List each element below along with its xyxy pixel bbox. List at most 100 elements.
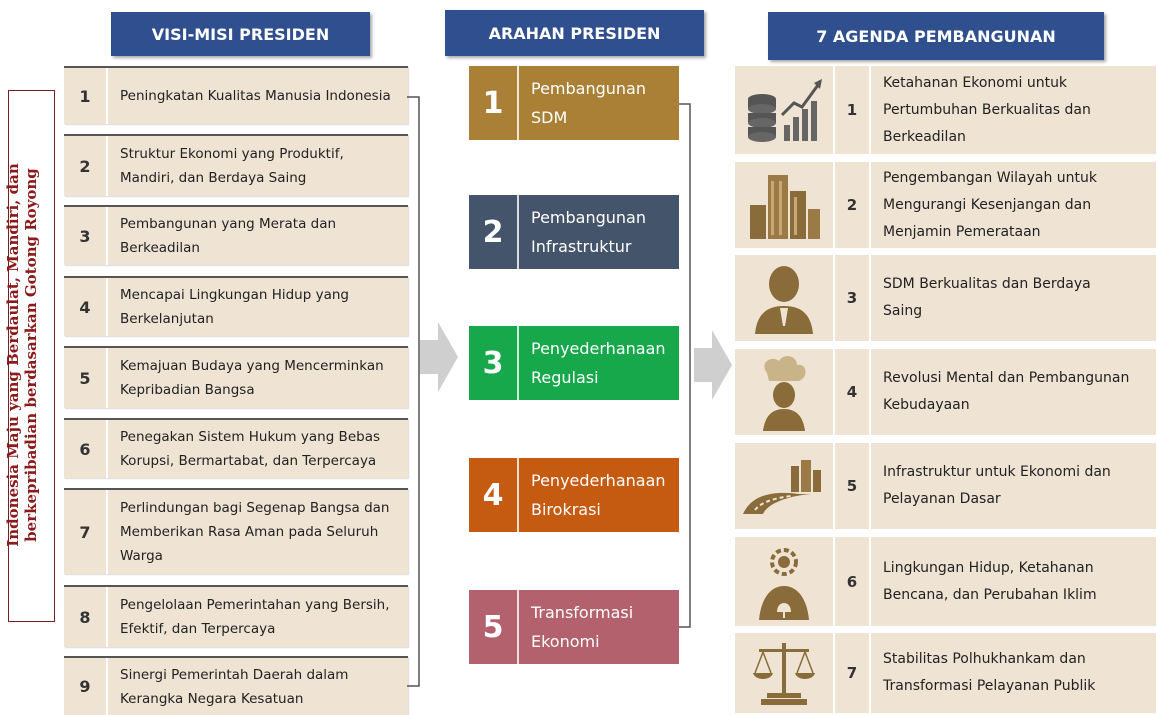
person-icon xyxy=(735,255,835,341)
misi-line: Kepribadian Bangsa xyxy=(120,382,255,398)
agenda-line: Berkeadilan xyxy=(883,128,966,145)
misi-line: Efektif, dan Terpercaya xyxy=(120,621,276,637)
arahan-line: Pembangunan xyxy=(531,79,646,98)
misi-text: Peningkatan Kualitas Manusia Indonesia xyxy=(108,84,391,108)
economy-growth-icon xyxy=(735,66,835,154)
arahan-bracket xyxy=(679,103,691,628)
road-infrastructure-icon xyxy=(735,443,835,529)
arahan-line: Birokrasi xyxy=(531,500,601,519)
misi-line: Berkelanjutan xyxy=(120,311,214,327)
agenda-number: 3 xyxy=(835,255,871,341)
misi-number: 8 xyxy=(64,587,108,647)
agenda-line: Revolusi Mental dan Pembangunan xyxy=(883,370,1130,386)
arahan-text: Penyederhanaan Regulasi xyxy=(519,334,666,392)
misi-row-8: 8 Pengelolaan Pemerintahan yang Bersih, … xyxy=(64,585,408,647)
misi-text: Pembangunan yang Merata dan Berkeadilan xyxy=(108,212,336,260)
arahan-line: Ekonomi xyxy=(531,632,600,651)
misi-row-4: 4 Mencapai Lingkungan Hidup yang Berkela… xyxy=(64,276,408,336)
culture-person-icon xyxy=(735,349,835,435)
agenda-line: Pertumbuhan Berkualitas dan xyxy=(883,101,1091,118)
agenda-text: Pengembangan Wilayah untuk Mengurangi Ke… xyxy=(871,165,1097,246)
agenda-line: SDM Berkualitas dan Berdaya xyxy=(883,276,1091,292)
misi-line: Berkeadilan xyxy=(120,240,200,256)
agenda-line: Infrastruktur untuk Ekonomi dan xyxy=(883,464,1111,480)
misi-line: Struktur Ekonomi yang Produktif, xyxy=(120,146,344,162)
misi-number: 4 xyxy=(64,278,108,336)
environment-icon xyxy=(735,537,835,626)
agenda-row-5: 5 Infrastruktur untuk Ekonomi dan Pelaya… xyxy=(735,443,1156,529)
agenda-line: Ketahanan Ekonomi untuk xyxy=(883,74,1068,91)
misi-text: Penegakan Sistem Hukum yang Bebas Korups… xyxy=(108,425,380,473)
misi-line: Peningkatan Kualitas Manusia Indonesia xyxy=(120,88,391,104)
misi-row-3: 3 Pembangunan yang Merata dan Berkeadila… xyxy=(64,205,408,265)
arahan-line: Penyederhanaan xyxy=(531,471,666,490)
vision-statement: Indonesia Maju yang Berdaulat, Mandiri, … xyxy=(4,105,40,605)
arahan-number: 3 xyxy=(469,326,519,400)
agenda-text: SDM Berkualitas dan Berdaya Saing xyxy=(871,271,1091,325)
agenda-number: 1 xyxy=(835,66,871,154)
misi-number: 5 xyxy=(64,348,108,408)
arahan-line: Pembangunan xyxy=(531,208,646,227)
misi-number: 7 xyxy=(64,490,108,574)
misi-line: Mencapai Lingkungan Hidup yang xyxy=(120,287,349,303)
arahan-number: 2 xyxy=(469,195,519,269)
arahan-text: Penyederhanaan Birokrasi xyxy=(519,466,666,524)
misi-row-2: 2 Struktur Ekonomi yang Produktif, Mandi… xyxy=(64,134,408,196)
visi-misi-header: VISI-MISI PRESIDEN xyxy=(111,12,370,56)
city-buildings-icon xyxy=(735,162,835,248)
flow-arrow-left xyxy=(420,322,458,392)
arahan-text: Transformasi Ekonomi xyxy=(519,598,633,656)
agenda-line: Pengembangan Wilayah untuk xyxy=(883,169,1097,186)
arahan-line: Infrastruktur xyxy=(531,237,632,256)
arahan-text: Pembangunan SDM xyxy=(519,74,646,132)
misi-line: Penegakan Sistem Hukum yang Bebas xyxy=(120,429,380,445)
agenda-text: Revolusi Mental dan Pembangunan Kebudaya… xyxy=(871,365,1129,419)
agenda-number: 6 xyxy=(835,537,871,626)
arahan-box-1: 1 Pembangunan SDM xyxy=(469,66,679,140)
misi-number: 2 xyxy=(64,136,108,196)
agenda-line: Pelayanan Dasar xyxy=(883,491,1001,507)
misi-text: Perlindungan bagi Segenap Bangsa dan Mem… xyxy=(108,496,390,568)
misi-line: Memberikan Rasa Aman pada Seluruh xyxy=(120,524,379,540)
misi-line: Kerangka Negara Kesatuan xyxy=(120,690,304,707)
misi-row-5: 5 Kemajuan Budaya yang Mencerminkan Kepr… xyxy=(64,346,408,408)
agenda-text: Stabilitas Polhukhankam dan Transformasi… xyxy=(871,646,1095,700)
arahan-box-5: 5 Transformasi Ekonomi xyxy=(469,590,679,664)
agenda-row-3: 3 SDM Berkualitas dan Berdaya Saing xyxy=(735,255,1156,341)
agenda-row-1: 1 Ketahanan Ekonomi untuk Pertumbuhan Be… xyxy=(735,66,1156,154)
misi-line: Pengelolaan Pemerintahan yang Bersih, xyxy=(120,597,390,613)
flow-arrow-right xyxy=(694,330,732,400)
agenda-text: Infrastruktur untuk Ekonomi dan Pelayana… xyxy=(871,459,1111,513)
agenda-number: 7 xyxy=(835,633,871,713)
vision-line-2: berkepribadian berdasarkan Gotong Royong xyxy=(22,168,40,542)
agenda-number: 4 xyxy=(835,349,871,435)
agenda-number: 5 xyxy=(835,443,871,529)
arahan-line: SDM xyxy=(531,108,568,127)
agenda-pembangunan-header: 7 AGENDA PEMBANGUNAN xyxy=(768,12,1104,60)
agenda-row-7: 7 Stabilitas Polhukhankam dan Transforma… xyxy=(735,633,1156,713)
misi-line: Warga xyxy=(120,548,163,564)
agenda-line: Mengurangi Kesenjangan dan xyxy=(883,196,1092,213)
arahan-number: 4 xyxy=(469,458,519,532)
misi-line: Pembangunan yang Merata dan xyxy=(120,216,337,232)
agenda-line: Menjamin Pemerataan xyxy=(883,223,1041,240)
arahan-line: Penyederhanaan xyxy=(531,339,666,358)
agenda-line: Transformasi Pelayanan Publik xyxy=(883,678,1096,694)
misi-row-9: 9 Sinergi Pemerintah Daerah dalam Kerang… xyxy=(64,656,408,715)
agenda-number: 2 xyxy=(835,162,871,248)
arahan-box-4: 4 Penyederhanaan Birokrasi xyxy=(469,458,679,532)
agenda-text: Lingkungan Hidup, Ketahanan Bencana, dan… xyxy=(871,555,1097,609)
misi-number: 3 xyxy=(64,207,108,265)
misi-text: Pengelolaan Pemerintahan yang Bersih, Ef… xyxy=(108,593,390,641)
misi-text: Kemajuan Budaya yang Mencerminkan Keprib… xyxy=(108,354,384,402)
agenda-line: Kebudayaan xyxy=(883,397,970,413)
misi-text: Sinergi Pemerintah Daerah dalam Kerangka… xyxy=(108,663,348,711)
misi-number: 1 xyxy=(64,68,108,124)
misi-text: Struktur Ekonomi yang Produktif, Mandiri… xyxy=(108,142,344,190)
arahan-number: 1 xyxy=(469,66,519,140)
misi-number: 9 xyxy=(64,658,108,715)
arahan-box-2: 2 Pembangunan Infrastruktur xyxy=(469,195,679,269)
agenda-line: Saing xyxy=(883,303,923,319)
arahan-line: Transformasi xyxy=(531,603,634,622)
justice-scale-icon xyxy=(735,633,835,713)
